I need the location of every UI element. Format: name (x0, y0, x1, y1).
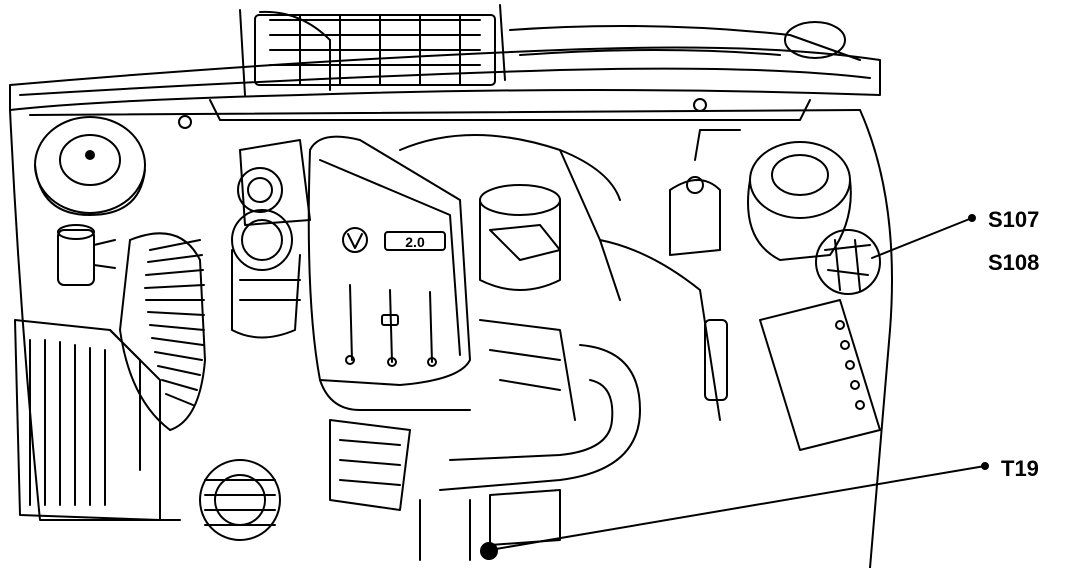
alternator (199, 459, 281, 541)
cowl-panel (9, 4, 881, 111)
label-s108: S108 (988, 250, 1040, 275)
intake-hose (119, 232, 206, 431)
throttle-body (231, 139, 311, 339)
radiator-hose (439, 344, 641, 491)
engine-badge: 2.0 (405, 234, 425, 250)
leader-t19 (489, 465, 986, 551)
reservoir-bottle (57, 224, 116, 286)
label-t19: T19 (1001, 456, 1039, 481)
callout-leaders (480, 214, 989, 560)
air-filter-box (14, 319, 161, 521)
bay-frame (9, 98, 893, 569)
wiring-harness (329, 134, 728, 561)
leader-dot-t19 (981, 462, 989, 470)
oil-filler-cap (479, 184, 561, 291)
battery (759, 299, 881, 451)
left-strut-tower (34, 116, 146, 216)
coolant-reservoir (669, 129, 852, 261)
label-s107: S107 (988, 207, 1040, 232)
fuse-relay-area (815, 229, 881, 295)
leader-s107 (871, 217, 973, 259)
leader-dot-s107 (968, 214, 976, 222)
engine-cover: 2.0 (307, 135, 471, 411)
connector-t19-marker (480, 542, 498, 560)
